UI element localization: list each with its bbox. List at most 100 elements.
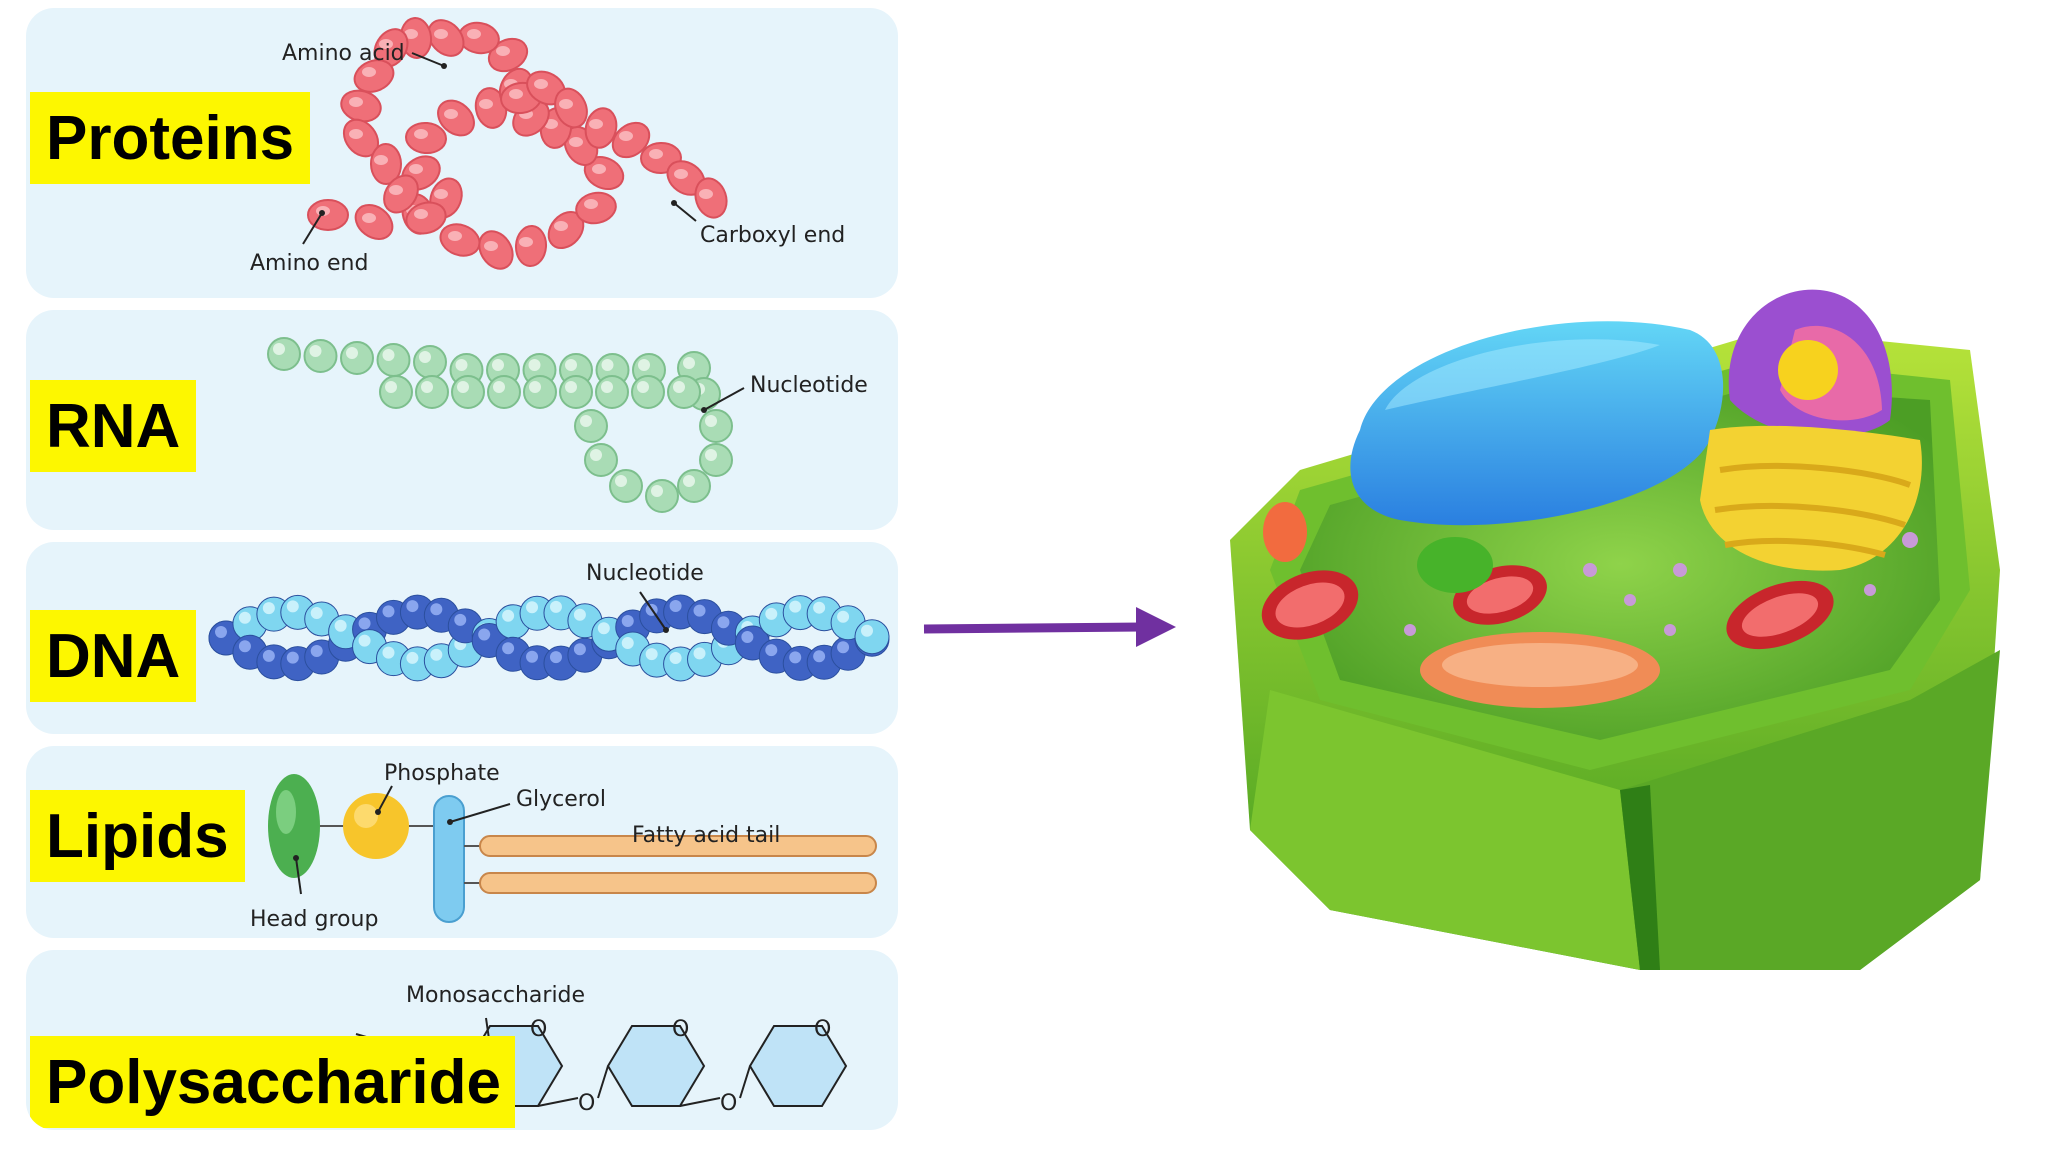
- amino-acid-bead-highlight: [589, 119, 603, 129]
- phosphate-shape: [343, 793, 409, 859]
- amino-acid-bead-highlight: [619, 131, 633, 141]
- amino-acid-bead-highlight: [674, 169, 688, 179]
- dna-nucleotide-highlight: [549, 651, 562, 664]
- rna-nucleotide: [631, 375, 665, 409]
- rna-nucleotide-highlight: [637, 381, 649, 393]
- fatty-acid-tail-1: [479, 835, 877, 857]
- dna-nucleotide-highlight: [382, 605, 395, 618]
- dna-panel: Nucleotide DNA: [26, 542, 898, 734]
- rna-nucleotide: [677, 469, 711, 503]
- rna-nucleotide-highlight: [457, 381, 469, 393]
- amino-acid-label: Amino acid: [282, 41, 405, 66]
- rna-nucleotide: [699, 409, 733, 443]
- rna-nucleotide: [595, 375, 629, 409]
- monosaccharide-ring: [748, 1025, 848, 1107]
- glycerol-pointer: [449, 803, 511, 823]
- rna-nucleotide-highlight: [421, 381, 433, 393]
- dna-nucleotide-highlight: [358, 617, 371, 630]
- amino-acid-bead-highlight: [414, 209, 428, 219]
- rna-nucleotide-highlight: [493, 381, 505, 393]
- amino-acid-bead-highlight: [434, 29, 448, 39]
- protein-bead-group: [307, 17, 728, 270]
- cell-wall-corner-edge: [1620, 785, 1660, 970]
- lysosome-highlight: [1442, 643, 1638, 687]
- dna-nucleotide-highlight: [813, 601, 826, 614]
- dna-nucleotide-highlight: [502, 609, 515, 622]
- amino-acid-bead: [584, 107, 618, 149]
- dna-title: DNA: [30, 610, 197, 702]
- amino-acid-bead: [694, 177, 728, 219]
- vacuole-highlight: [1385, 339, 1660, 410]
- vesicles: [1404, 532, 1918, 636]
- amino-acid-bead-highlight: [592, 164, 606, 174]
- amino-acid-bead-highlight: [649, 149, 663, 159]
- proteins-panel: Amino acid Amino end Carboxyl end Protei…: [26, 8, 898, 298]
- amino-acid-bead: [383, 174, 419, 214]
- amino-acid-bead: [611, 121, 651, 159]
- glycosidic-oxygen-label: O: [720, 1091, 737, 1116]
- amino-acid-bead: [405, 201, 447, 235]
- glycerol-pointer-dot: [447, 819, 453, 825]
- dna-nucleotide-highlight: [310, 606, 323, 619]
- dna-nucleotide-highlight: [238, 640, 251, 653]
- plant-cell-illustration: [1230, 289, 2000, 970]
- rna-strand-diagram: Nucleotide: [267, 337, 868, 513]
- amino-acid-bead: [427, 19, 465, 57]
- ring-oxygen-label: O: [814, 1017, 831, 1042]
- rna-nucleotide-pointer: [703, 387, 745, 411]
- dna-nucleotide-highlight: [310, 645, 323, 658]
- dna-nucleotide-highlight: [478, 628, 491, 641]
- dna-nucleotide-highlight: [334, 619, 347, 632]
- mitochondria: [1261, 565, 1834, 650]
- dna-nucleotide-highlight: [215, 626, 227, 638]
- rna-nucleotide: [451, 375, 485, 409]
- amino-acid-bead: [514, 225, 548, 267]
- rna-nucleotide-highlight: [528, 359, 541, 371]
- rna-nucleotide-highlight: [580, 415, 592, 427]
- glycosidic-bond: [739, 1065, 751, 1099]
- amino-acid-bead-highlight: [434, 189, 448, 199]
- amino-acid-bead: [369, 143, 403, 185]
- monosaccharide-label: Monosaccharide: [406, 983, 585, 1008]
- rna-nucleotide-highlight: [651, 485, 663, 497]
- dna-nucleotide-highlight: [621, 636, 634, 649]
- polysaccharide-title: Polysaccharide: [30, 1036, 515, 1128]
- rna-nucleotide-highlight: [385, 381, 397, 393]
- rna-nucleotide-highlight: [705, 415, 717, 427]
- amino-acid-bead-highlight: [374, 155, 388, 165]
- rna-nucleotide: [340, 341, 374, 375]
- dna-nucleotide-highlight: [717, 616, 730, 629]
- dna-nucleotide-highlight: [861, 624, 873, 637]
- glycosidic-bond: [679, 1097, 721, 1107]
- dna-nucleotide-highlight: [765, 644, 778, 657]
- amino-acid-bead-highlight: [467, 29, 481, 39]
- amino-acid-bead-highlight: [389, 185, 403, 195]
- rna-panel: Nucleotide RNA: [26, 310, 898, 530]
- rna-nucleotide: [699, 443, 733, 477]
- amino-acid-bead-highlight: [379, 39, 393, 49]
- amino-acid-bead-highlight: [349, 129, 363, 139]
- head-group-shape: [268, 774, 320, 878]
- dna-nucleotide-highlight: [813, 650, 826, 663]
- dna-nucleotide-highlight: [645, 648, 658, 661]
- amino-acid-bead: [354, 204, 394, 240]
- amino-acid-bead-highlight: [362, 67, 376, 77]
- glycerol-shape: [433, 795, 465, 923]
- amino-acid-bead: [439, 223, 481, 257]
- rna-nucleotide-highlight: [683, 357, 695, 369]
- rna-nucleotide: [667, 375, 701, 409]
- amino-acid-bead-highlight: [404, 29, 418, 39]
- dna-nucleotide-highlight: [358, 634, 371, 647]
- fatty-acid-tail-label: Fatty acid tail: [632, 823, 780, 848]
- rna-nucleotide: [303, 339, 338, 373]
- dna-nucleotide-highlight: [406, 600, 419, 613]
- rna-nucleotide: [574, 409, 608, 443]
- lipids-title: Lipids: [30, 790, 245, 882]
- rna-nucleotide-highlight: [419, 351, 431, 363]
- amino-acid-bead: [478, 230, 514, 270]
- rna-nucleotide-label: Nucleotide: [750, 373, 868, 398]
- dna-nucleotide-highlight: [741, 631, 754, 644]
- rna-nucleotide-highlight: [565, 359, 577, 371]
- dna-nucleotide-highlight: [669, 600, 682, 613]
